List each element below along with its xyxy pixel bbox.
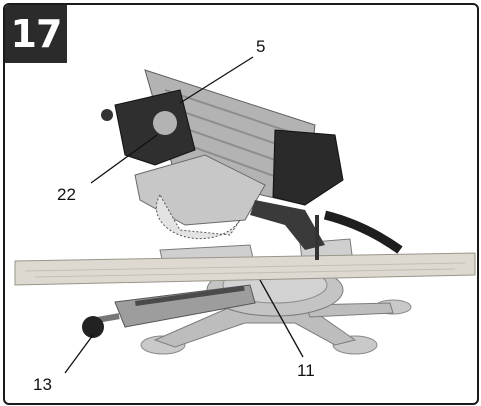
rail-slot: [135, 285, 245, 306]
callout-13: 13: [33, 375, 52, 394]
miter-saw-photo: [14, 56, 476, 374]
saw-motor-ribs: [159, 89, 306, 186]
saw-blade: [155, 194, 241, 240]
leader-11: [259, 279, 304, 358]
figure-number: 17: [10, 12, 63, 56]
callout-11: 11: [297, 361, 315, 380]
handle-knob: [101, 109, 113, 121]
figure-number-badge: 17: [5, 5, 67, 63]
knob-shaft: [97, 313, 120, 323]
figure-frame: 17 5 22 11 13: [3, 3, 479, 405]
leader-13: [64, 334, 94, 374]
callout-22: 22: [57, 185, 76, 204]
cable: [323, 210, 403, 254]
leader-22: [90, 134, 158, 184]
motor-cap: [272, 129, 344, 206]
leader-5: [179, 56, 254, 104]
wood-board: [14, 252, 476, 286]
extension-rail: [114, 284, 256, 328]
wood-grain: [24, 262, 466, 278]
callout-5: 5: [256, 37, 266, 56]
pivot-arm: [250, 200, 325, 250]
knob-13: [82, 316, 104, 338]
handle-hole: [153, 111, 177, 135]
